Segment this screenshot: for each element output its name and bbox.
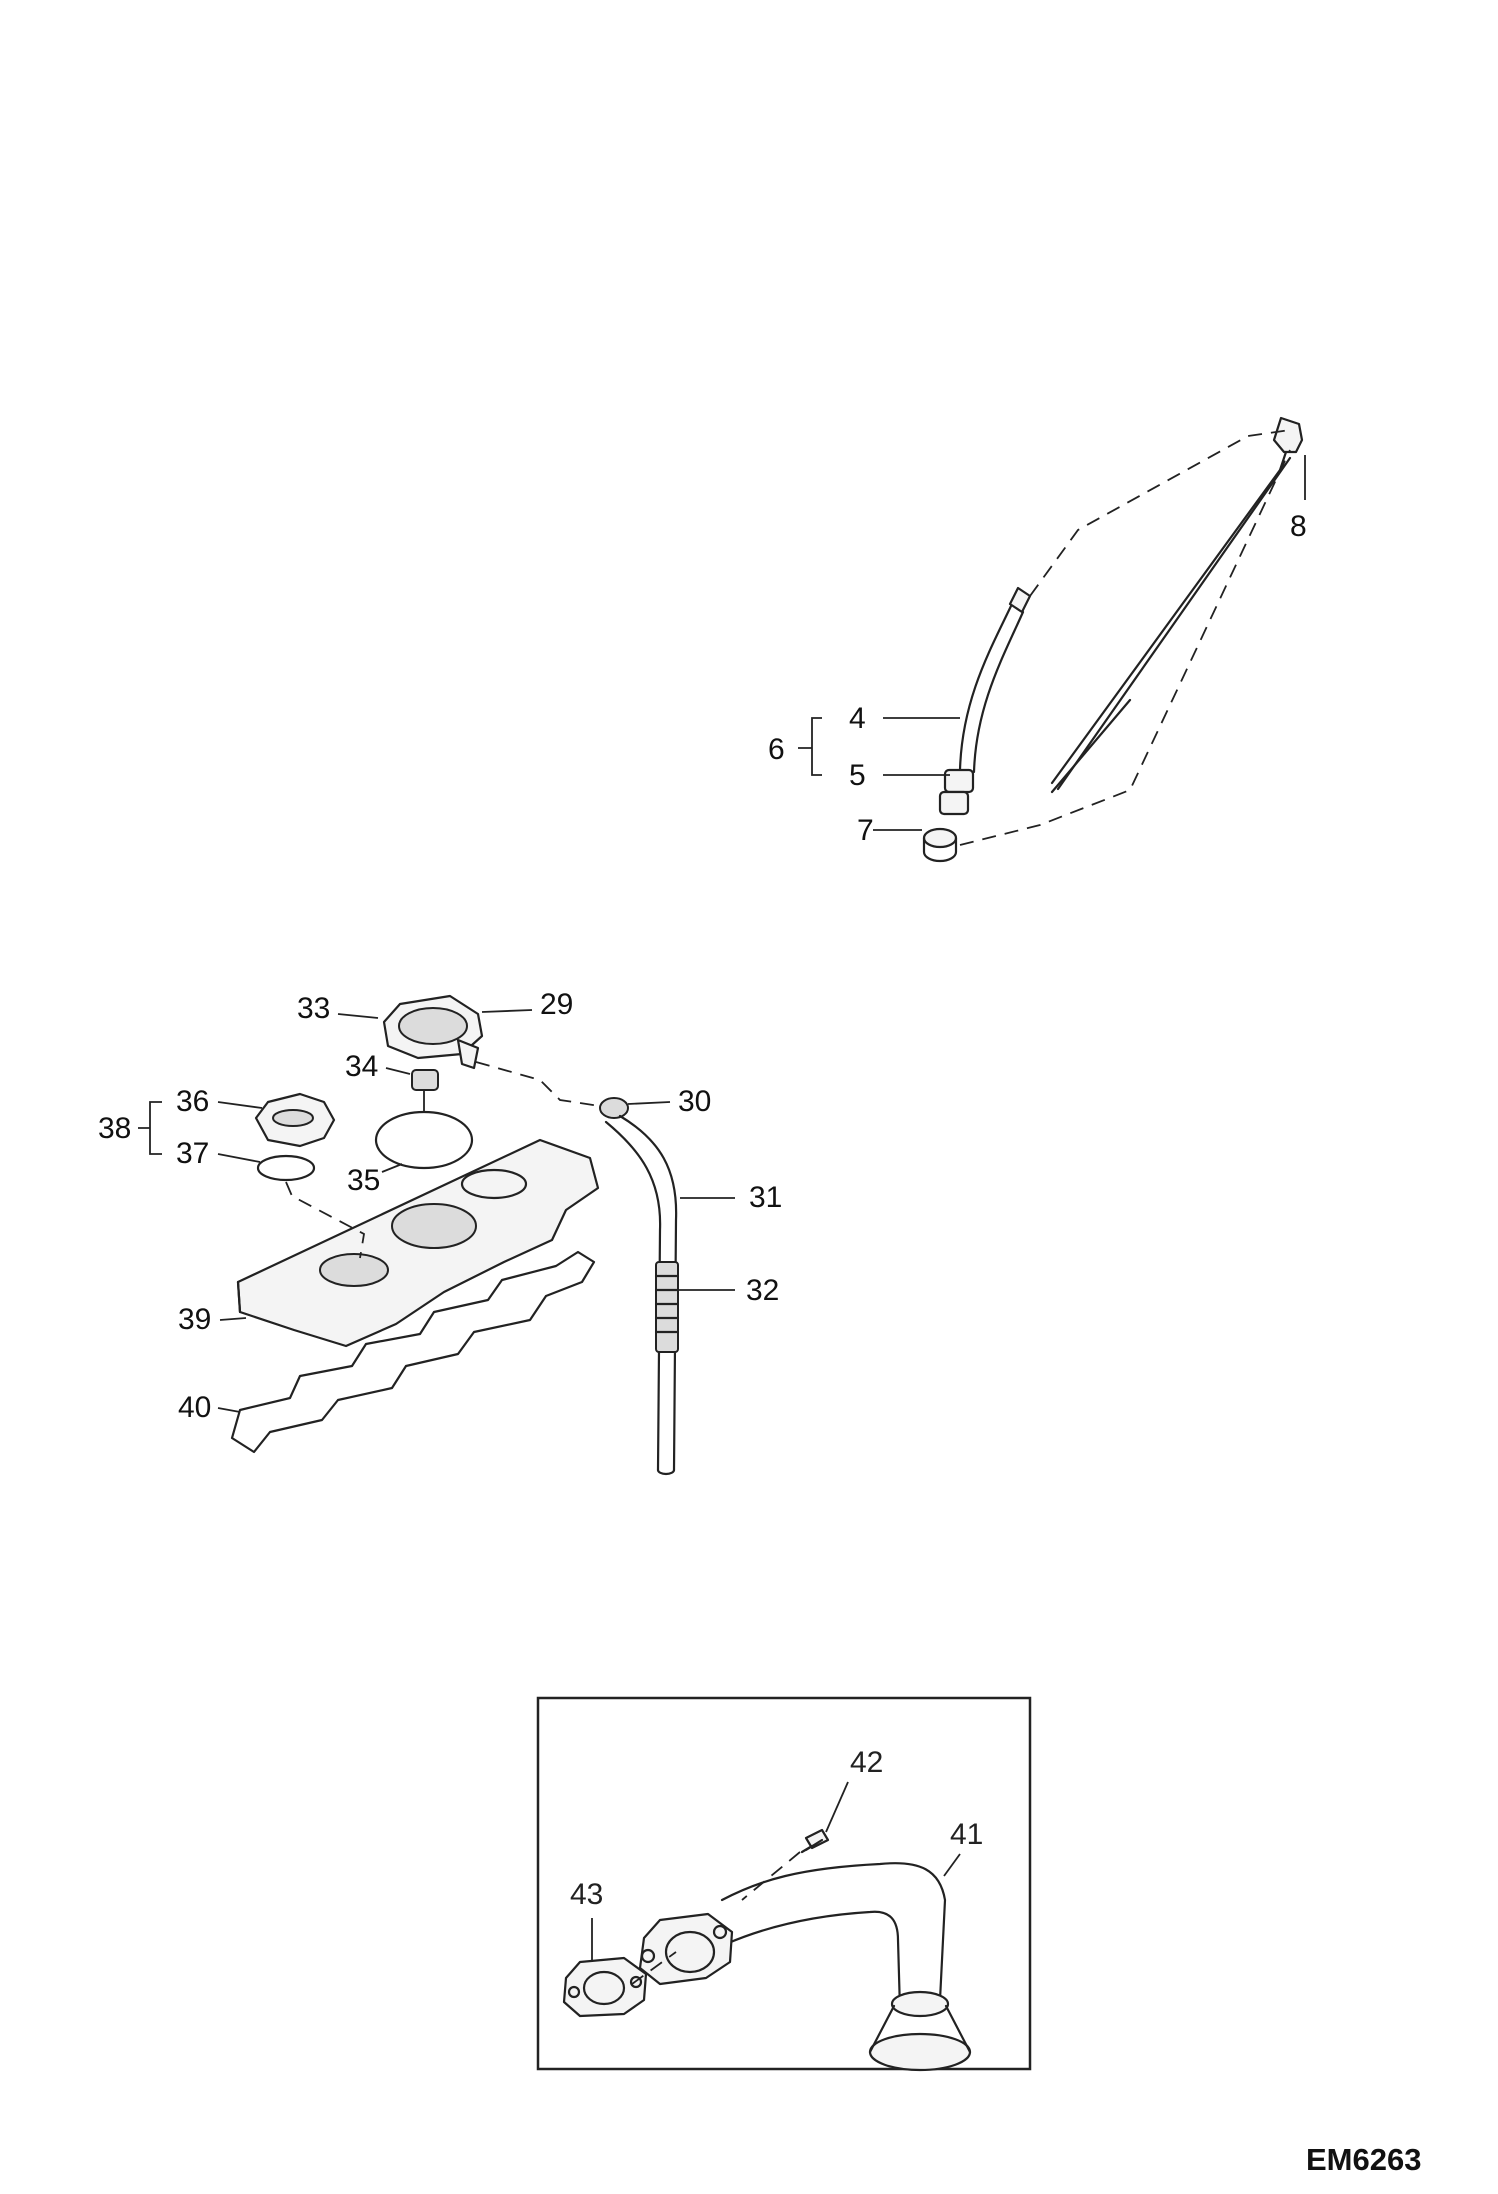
breather-o-ring	[374, 1110, 474, 1170]
callout-34: 34	[345, 1050, 378, 1083]
inset-frame	[536, 1696, 1032, 2071]
callout-4: 4	[849, 702, 866, 735]
guide-tube-fitting	[938, 768, 975, 816]
breather-cap	[411, 1069, 439, 1091]
callout-42: 42	[850, 1746, 883, 1779]
breather-hose-connector	[599, 1097, 629, 1119]
callout-7: 7	[857, 814, 874, 847]
callout-41: 41	[950, 1818, 983, 1851]
dipstick-assembly: 8 4 5 6 7	[768, 416, 1307, 863]
callout-29: 29	[540, 988, 573, 1021]
pickup-gasket	[562, 1956, 648, 2018]
callout-6: 6	[768, 733, 785, 766]
callout-38: 38	[98, 1112, 131, 1145]
callout-33: 33	[297, 992, 330, 1025]
rocker-cover-gasket	[230, 1250, 596, 1454]
callout-30: 30	[678, 1085, 711, 1118]
dipstick-guide-tube	[958, 586, 1032, 774]
oil-filler-cap	[254, 1092, 336, 1148]
breather-housing	[382, 994, 484, 1070]
callout-35: 35	[347, 1164, 380, 1197]
guide-tube-seal	[922, 827, 958, 863]
callout-8: 8	[1290, 510, 1307, 543]
callout-36: 36	[176, 1085, 209, 1118]
callout-32: 32	[746, 1274, 779, 1307]
oil-pickup-pipe	[638, 1862, 972, 2072]
drawing-code: EM6263	[1306, 2142, 1421, 2177]
callout-40: 40	[178, 1391, 211, 1424]
rocker-cover-assembly: 33 29 34 30 31 32 35 36 37 38 39 40	[98, 988, 782, 1476]
oil-pickup-inset: 42 41 43	[536, 1696, 1032, 2072]
callout-31: 31	[749, 1181, 782, 1214]
callout-37: 37	[176, 1137, 209, 1170]
rocker-cover	[236, 1138, 600, 1348]
hose-spring-guard	[654, 1261, 680, 1353]
callout-43: 43	[570, 1878, 603, 1911]
breather-hose	[604, 1114, 678, 1476]
filler-cap-seal	[256, 1154, 316, 1182]
pickup-bolt	[800, 1828, 830, 1854]
callout-5: 5	[849, 759, 866, 792]
callout-39: 39	[178, 1303, 211, 1336]
dipstick-rod	[1050, 416, 1304, 794]
